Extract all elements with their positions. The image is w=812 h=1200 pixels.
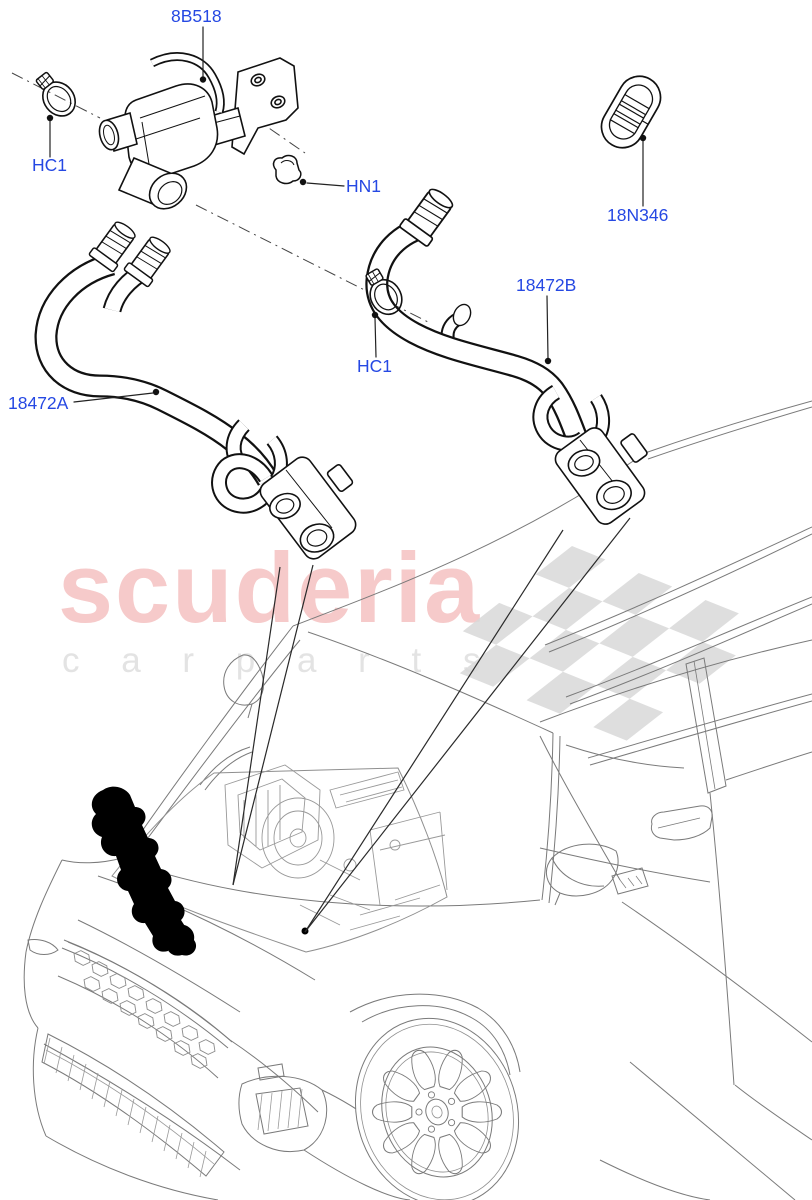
callout-18472A: 18472A [8,388,160,413]
part-retainer-clip[interactable] [272,154,302,185]
engine-bay-heater-unit [224,764,448,931]
location-leader-lines [232,517,631,933]
callout-8B518: 8B518 [171,6,222,83]
callout-HC1-front: HC1 [32,114,67,175]
callout-HN1: HN1 [299,176,381,196]
front-wheel [354,1017,520,1200]
part-heater-hose-b[interactable] [365,183,649,528]
highlighted-heater-hoses[interactable] [91,786,309,956]
part-number-link[interactable]: 18472B [516,275,576,295]
part-number-link[interactable]: HC1 [357,356,392,376]
callout-18N346: 18N346 [607,134,668,225]
watermark-subtitle: c a r p a r t s [62,641,497,680]
part-number-link[interactable]: 8B518 [171,6,222,26]
part-number-link[interactable]: HN1 [346,176,381,196]
part-number-link[interactable]: HC1 [32,155,67,175]
part-heater-hose-a[interactable] [34,216,360,563]
part-hose-clamp-front[interactable] [28,66,83,124]
callout-HC1-middle: HC1 [357,311,392,376]
part-number-link[interactable]: 18N346 [607,205,668,225]
part-vent-grille[interactable] [594,69,668,156]
part-water-pump[interactable] [96,52,299,217]
part-number-link[interactable]: 18472A [8,393,69,413]
vehicle-drawing [23,400,812,1200]
callout-18472B: 18472B [516,275,576,365]
callouts: 8B518 HC1 HN1 18N346 18472A HC1 [8,6,668,413]
watermark-title: scuderia [58,532,481,643]
watermark: scuderia c a r p a r t s [58,532,739,741]
